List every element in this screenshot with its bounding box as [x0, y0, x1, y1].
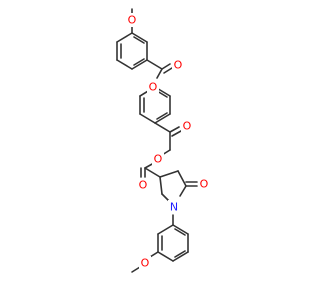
atom-o-methoxy-top: O — [126, 13, 138, 27]
atom-o-carbonyl-top: O — [172, 58, 184, 72]
atom-o-ester-top: O — [147, 80, 159, 94]
atom-label-o: O — [200, 178, 209, 191]
benzoate-carbonyl — [146, 59, 173, 79]
atom-o-carbonyl-mid: O — [137, 178, 149, 192]
atom-label-o: O — [154, 153, 163, 166]
atom-label-o: O — [139, 179, 148, 192]
atom-o-ester-mid: O — [152, 152, 164, 166]
bottom-methoxy-group — [131, 251, 159, 273]
atom-label-o: O — [149, 81, 158, 94]
bottom-aryl-ring — [157, 224, 189, 262]
atom-label-o: O — [141, 257, 150, 270]
molecule-structure: O O O O O O O N O — [116, 8, 210, 273]
atom-label-o: O — [183, 120, 192, 133]
atom-n-pyrrolidine: N — [168, 200, 180, 214]
atom-o-lactam: O — [198, 177, 210, 191]
ketone-linker — [154, 122, 182, 156]
atom-o-ketone: O — [181, 119, 193, 133]
molecule-canvas: O O O O O O O N O — [116, 8, 210, 273]
atom-label-o: O — [174, 59, 183, 72]
pyrrolidinone-ring — [159, 170, 198, 204]
top-aryl-ring — [116, 32, 148, 70]
atom-label-o: O — [128, 14, 137, 27]
atom-label-n: N — [170, 201, 178, 214]
atom-o-methoxy-bottom: O — [139, 256, 151, 270]
